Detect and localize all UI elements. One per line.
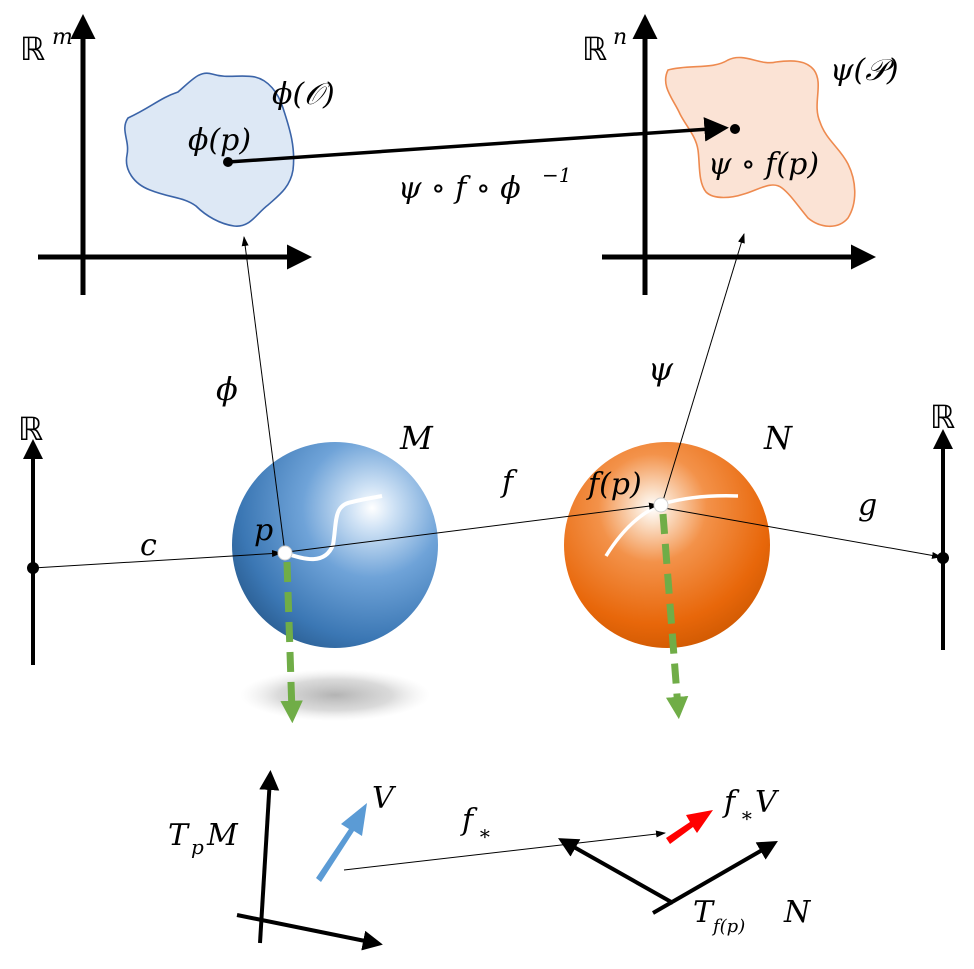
label-phi-p: ϕ(p) — [188, 123, 251, 158]
label-TfpN-N: N — [783, 895, 812, 930]
real-right-label: ℝ — [930, 398, 955, 436]
label-TpM-M: M — [206, 818, 239, 853]
point-real-right — [937, 552, 949, 564]
label-composite-map: ψ ∘ f ∘ ϕ — [398, 171, 521, 206]
c-map-arrow — [32, 550, 282, 569]
pushforward-arrow — [343, 830, 666, 871]
rm-axes — [38, 14, 312, 295]
label-phi-O: ϕ(𝒪) — [272, 77, 335, 112]
region-phi-O — [124, 72, 295, 227]
label-phi: ϕ — [216, 370, 238, 408]
f-map-arrow — [286, 502, 659, 553]
label-fV-f: f — [722, 785, 740, 820]
label-fV-sub: ∗ — [740, 803, 754, 827]
label-p: p — [254, 513, 273, 548]
sphere-M-shadow — [240, 669, 430, 721]
tangent-arrow-M — [280, 561, 303, 724]
tangent-space-TfpN-axes — [558, 838, 778, 915]
label-c: c — [140, 528, 157, 563]
label-f-p: f(p) — [586, 467, 642, 502]
label-psi: ψ — [648, 350, 674, 388]
label-V: V — [372, 781, 397, 816]
real-left-label: ℝ — [18, 410, 43, 448]
phi-map-arrow — [241, 236, 286, 554]
vector-V-arrow — [316, 803, 367, 882]
rm-label: ℝ — [20, 30, 45, 68]
g-map-arrow — [663, 507, 942, 559]
point-f-p — [653, 497, 669, 513]
point-p — [277, 545, 293, 561]
label-fV-V: V — [755, 785, 780, 820]
label-N: N — [763, 419, 793, 457]
rn-superscript: n — [613, 25, 627, 50]
label-composite-sup: −1 — [542, 163, 571, 187]
label-TfpN-T: T — [693, 895, 715, 930]
point-psi-f-p — [730, 124, 740, 134]
rm-superscript: m — [52, 25, 73, 50]
label-pushforward-f: f — [460, 803, 478, 838]
label-M: M — [399, 419, 434, 457]
tangent-arrow-N — [659, 513, 689, 720]
tangent-space-TpM-axes — [236, 770, 383, 951]
label-psi-f-p: ψ ∘ f(p) — [708, 147, 819, 182]
vector-fV-arrow — [666, 810, 713, 844]
label-pushforward-sub: ∗ — [478, 821, 492, 845]
curve-on-M — [284, 494, 383, 562]
composite-map-arrow — [227, 117, 729, 164]
label-psi-P: ψ(𝒫) — [830, 53, 899, 88]
label-g: g — [858, 488, 877, 523]
label-TpM-sub: p — [191, 835, 204, 859]
label-TpM-T: T — [168, 818, 190, 853]
psi-map-arrow — [661, 233, 745, 505]
label-TfpN-sub: f(p) — [711, 916, 745, 937]
label-f: f — [500, 465, 518, 500]
rn-axes — [602, 14, 876, 295]
rn-label: ℝ — [582, 30, 607, 68]
region-psi-P — [664, 56, 856, 228]
